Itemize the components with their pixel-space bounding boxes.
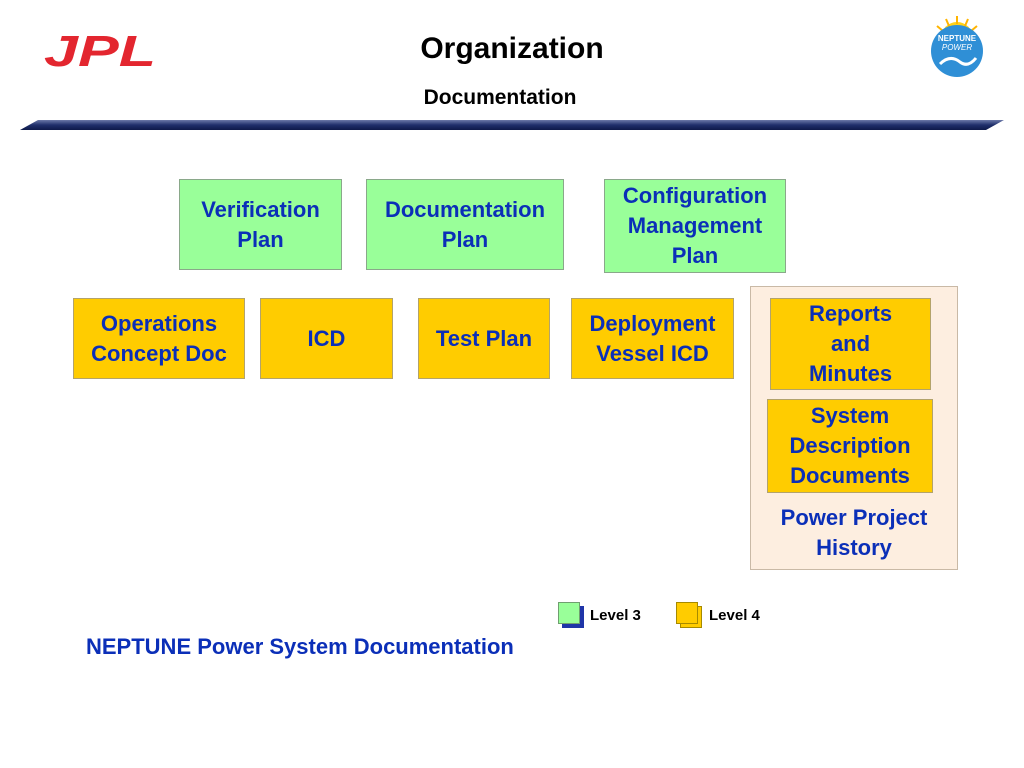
jpl-logo-text: JPL <box>44 28 156 72</box>
legend-level4-swatch <box>676 602 702 628</box>
box-line: and <box>830 331 871 356</box>
deployment-vessel-icd-box: Deployment Vessel ICD <box>571 298 734 379</box>
page-subtitle: Documentation <box>423 86 577 109</box>
box-line: Documentation <box>384 196 546 222</box>
documentation-plan-box: Documentation Plan <box>366 179 564 270</box>
box-line: Deployment <box>589 310 716 336</box>
box-line: Description <box>789 433 911 458</box>
configuration-management-plan-box: Configuration Management Plan <box>604 179 786 273</box>
emblem-text-top: NEPTUNE <box>938 34 977 43</box>
diagram-caption: NEPTUNE Power System Documentation <box>86 634 514 659</box>
emblem-text-bottom: POWER <box>942 43 972 52</box>
test-plan-box: Test Plan <box>418 298 550 379</box>
box-line: Plan <box>237 226 284 252</box>
box-line: Reports <box>808 301 893 326</box>
box-line: Configuration <box>622 183 768 208</box>
box-line: ICD <box>307 325 346 351</box>
wave-icon <box>938 57 978 66</box>
legend-level3-swatch <box>558 602 584 628</box>
header-rule <box>20 120 1004 130</box>
box-line: Vessel ICD <box>596 340 709 366</box>
history-label-line: Power Project <box>780 505 928 530</box>
box-line: Plan <box>671 243 719 268</box>
box-line: Management <box>627 213 763 238</box>
history-label-line: History <box>816 535 892 560</box>
box-line: Plan <box>441 226 489 252</box>
box-line: Documents <box>790 463 910 488</box>
neptune-power-logo: NEPTUNE POWER <box>931 16 983 77</box>
box-line: Concept Doc <box>91 340 227 366</box>
system-description-documents-box: System Description Documents <box>767 399 933 493</box>
operations-concept-doc-box: Operations Concept Doc <box>73 298 245 379</box>
jpl-logo: JPL <box>44 28 156 72</box>
icd-box: ICD <box>260 298 393 379</box>
reports-and-minutes-box: Reports and Minutes <box>770 298 931 390</box>
box-line: Operations <box>100 310 218 336</box>
box-line: Verification <box>201 196 320 222</box>
box-line: Test Plan <box>435 325 533 351</box>
legend-level3-label: Level 3 <box>590 607 641 624</box>
power-project-history-label: Power Project History <box>750 503 958 563</box>
box-line: System <box>810 403 890 428</box>
legend-level4-label: Level 4 <box>709 607 760 624</box>
verification-plan-box: Verification Plan <box>179 179 342 270</box>
page-title: Organization <box>420 32 604 65</box>
box-line: Minutes <box>808 361 893 386</box>
